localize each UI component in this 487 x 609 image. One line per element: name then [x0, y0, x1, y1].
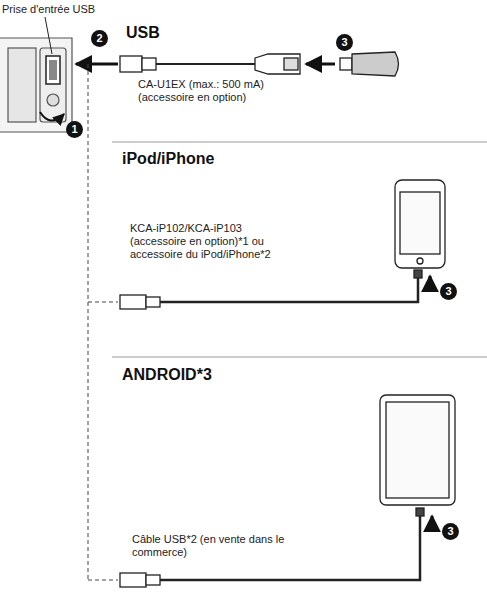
- port-label: Prise d'entrée USB: [2, 3, 95, 16]
- cable-label: CA-U1EX (max.: 500 mA) (accessoire en op…: [138, 78, 278, 104]
- section-heading: USB: [126, 24, 160, 42]
- cable-label: Câble USB*2 (en vente dans le commerce): [132, 533, 297, 559]
- callout-number: 3: [442, 523, 459, 540]
- callout-number: 2: [91, 30, 108, 47]
- section-heading: ANDROID*3: [122, 366, 212, 384]
- cable-label: KCA-iP102/KCA-iP103 (accessoire en optio…: [130, 222, 290, 261]
- callout-number: 3: [336, 34, 353, 51]
- section-heading: iPod/iPhone: [122, 150, 214, 168]
- callout-number: 1: [66, 121, 83, 138]
- callout-number: 3: [440, 283, 457, 300]
